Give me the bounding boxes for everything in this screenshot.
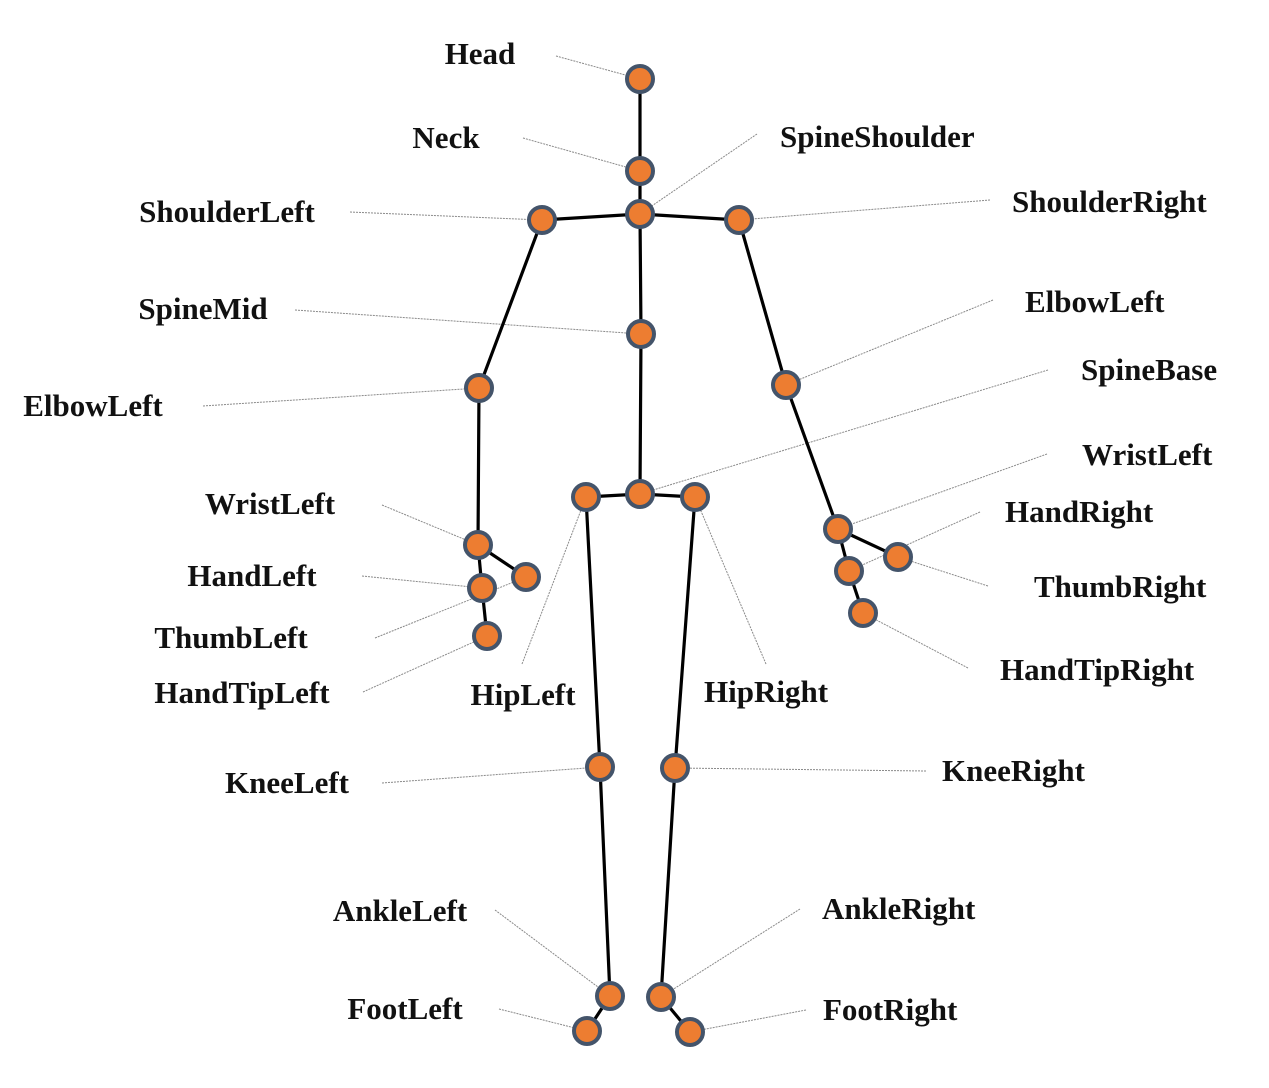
leader-elbow-right bbox=[785, 299, 994, 386]
leader-shoulder-right bbox=[738, 199, 991, 221]
joint-foot-left bbox=[572, 1016, 602, 1046]
label-thumb-left: ThumbLeft bbox=[154, 620, 308, 655]
leader-handtip-left bbox=[362, 635, 488, 693]
joint-hand-left bbox=[467, 573, 497, 603]
label-hip-right: HipRight bbox=[704, 674, 829, 709]
leader-thumb-right bbox=[897, 556, 989, 587]
joint-hip-left bbox=[571, 482, 601, 512]
bone-spine-shoulder-to-shoulder-right bbox=[638, 212, 741, 222]
bone-elbow-right-to-wrist-right bbox=[784, 383, 840, 531]
label-spine-mid: SpineMid bbox=[138, 291, 267, 326]
joint-hand-right bbox=[834, 556, 864, 586]
label-head: Head bbox=[445, 36, 516, 71]
bone-knee-right-to-ankle-right bbox=[659, 766, 677, 999]
leader-knee-right bbox=[674, 767, 927, 772]
label-shoulder-right: ShoulderRight bbox=[1012, 184, 1207, 219]
label-knee-left: KneeLeft bbox=[225, 765, 350, 800]
leader-lines bbox=[202, 55, 1049, 1033]
label-ankle-right: AnkleRight bbox=[822, 891, 976, 926]
joint-hip-right bbox=[680, 482, 710, 512]
joint-elbow-left bbox=[464, 373, 494, 403]
joint-head bbox=[625, 64, 655, 94]
bone-spine-shoulder-to-spine-mid bbox=[638, 212, 643, 336]
leader-hip-right bbox=[694, 496, 767, 665]
leader-knee-left bbox=[381, 766, 601, 784]
label-handtip-left: HandTipLeft bbox=[154, 675, 330, 710]
joint-ankle-right bbox=[646, 982, 676, 1012]
joint-foot-right bbox=[675, 1017, 705, 1047]
leader-hand-left bbox=[361, 575, 483, 589]
leader-spine-base bbox=[639, 369, 1049, 495]
leader-foot-left bbox=[498, 1008, 588, 1032]
bone-shoulder-right-to-elbow-right bbox=[737, 218, 788, 387]
joint-spine-mid bbox=[626, 319, 656, 349]
label-spine-base: SpineBase bbox=[1081, 352, 1217, 387]
joint-spine-shoulder bbox=[625, 199, 655, 229]
joint-shoulder-left bbox=[527, 205, 557, 235]
label-foot-right: FootRight bbox=[823, 992, 958, 1027]
leader-neck bbox=[522, 137, 641, 172]
joint-ankle-left bbox=[595, 981, 625, 1011]
joint-elbow-right bbox=[771, 370, 801, 400]
label-wrist-right: WristLeft bbox=[1082, 437, 1213, 472]
label-wrist-left: WristLeft bbox=[205, 486, 336, 521]
joint-handtip-right bbox=[848, 598, 878, 628]
label-hand-left: HandLeft bbox=[187, 558, 317, 593]
bone-elbow-left-to-wrist-left bbox=[476, 386, 481, 547]
joint-thumb-right bbox=[883, 542, 913, 572]
leader-spine-mid bbox=[294, 309, 642, 335]
joint-thumb-left bbox=[511, 562, 541, 592]
leader-wrist-right bbox=[837, 453, 1048, 530]
leader-wrist-left bbox=[381, 504, 479, 546]
bone-spine-mid-to-spine-base bbox=[638, 332, 643, 496]
label-hip-left: HipLeft bbox=[470, 677, 576, 712]
joints bbox=[463, 64, 913, 1047]
joint-wrist-right bbox=[823, 514, 853, 544]
joint-neck bbox=[625, 156, 655, 186]
joint-shoulder-right bbox=[724, 205, 754, 235]
label-hand-right: HandRight bbox=[1005, 494, 1154, 529]
leader-ankle-left bbox=[494, 909, 611, 997]
leader-thumb-left bbox=[374, 576, 527, 639]
leader-shoulder-left bbox=[349, 211, 543, 221]
label-neck: Neck bbox=[412, 120, 480, 155]
label-handtip-right: HandTipRight bbox=[1000, 652, 1195, 687]
label-knee-right: KneeRight bbox=[942, 753, 1086, 788]
joint-spine-base bbox=[625, 479, 655, 509]
joint-knee-left bbox=[585, 752, 615, 782]
leader-spine-shoulder bbox=[639, 133, 758, 215]
leader-ankle-right bbox=[660, 908, 801, 998]
label-ankle-left: AnkleLeft bbox=[333, 893, 468, 928]
leader-handtip-right bbox=[862, 612, 969, 669]
joint-wrist-left bbox=[463, 530, 493, 560]
label-thumb-right: ThumbRight bbox=[1034, 569, 1207, 604]
joint-handtip-left bbox=[472, 621, 502, 651]
bone-spine-shoulder-to-shoulder-left bbox=[540, 212, 642, 222]
label-spine-shoulder: SpineShoulder bbox=[780, 119, 975, 154]
bone-hip-left-to-knee-left bbox=[584, 495, 602, 769]
label-elbow-right: ElbowLeft bbox=[1025, 284, 1165, 319]
joint-knee-right bbox=[660, 753, 690, 783]
bone-hip-right-to-knee-right bbox=[673, 495, 697, 770]
label-foot-left: FootLeft bbox=[347, 991, 463, 1026]
bone-shoulder-left-to-elbow-left bbox=[477, 218, 544, 390]
leader-elbow-left bbox=[202, 387, 480, 407]
label-elbow-left: ElbowLeft bbox=[23, 388, 163, 423]
leader-foot-right bbox=[689, 1009, 807, 1033]
bone-knee-left-to-ankle-left bbox=[598, 765, 612, 998]
label-shoulder-left: ShoulderLeft bbox=[139, 194, 315, 229]
leader-hand-right bbox=[848, 511, 981, 572]
